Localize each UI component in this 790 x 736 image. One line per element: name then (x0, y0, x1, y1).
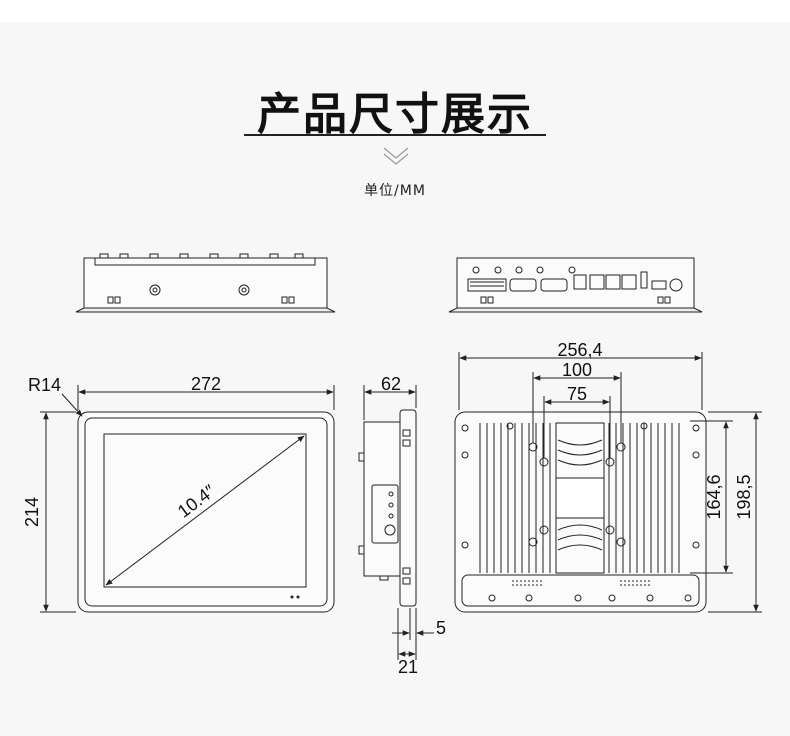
back-view (454, 352, 762, 613)
front-height-label: 214 (22, 497, 42, 527)
title-underline (244, 134, 546, 136)
back-width-label: 256,4 (557, 340, 602, 360)
inner-height-label: 164,6 (704, 474, 724, 519)
outer-height-label: 198,5 (734, 474, 754, 519)
vesa-outer-label: 100 (562, 360, 592, 380)
chevron-down-icon (383, 147, 409, 165)
side-view (358, 385, 434, 660)
unit-label: 单位/MM (364, 183, 426, 199)
panel-offset-label: 21 (398, 657, 418, 677)
top-view-left (75, 253, 336, 313)
page-title: 产品尺寸展示 (257, 89, 533, 140)
vesa-inner-label: 75 (567, 384, 587, 404)
side-depth-label: 62 (381, 374, 401, 394)
radius-label: R14 (28, 375, 61, 395)
page-background (0, 22, 790, 736)
top-view-io (448, 257, 703, 313)
bezel-thickness-label: 5 (436, 618, 446, 638)
front-width-label: 272 (191, 374, 221, 394)
front-view (40, 385, 335, 613)
